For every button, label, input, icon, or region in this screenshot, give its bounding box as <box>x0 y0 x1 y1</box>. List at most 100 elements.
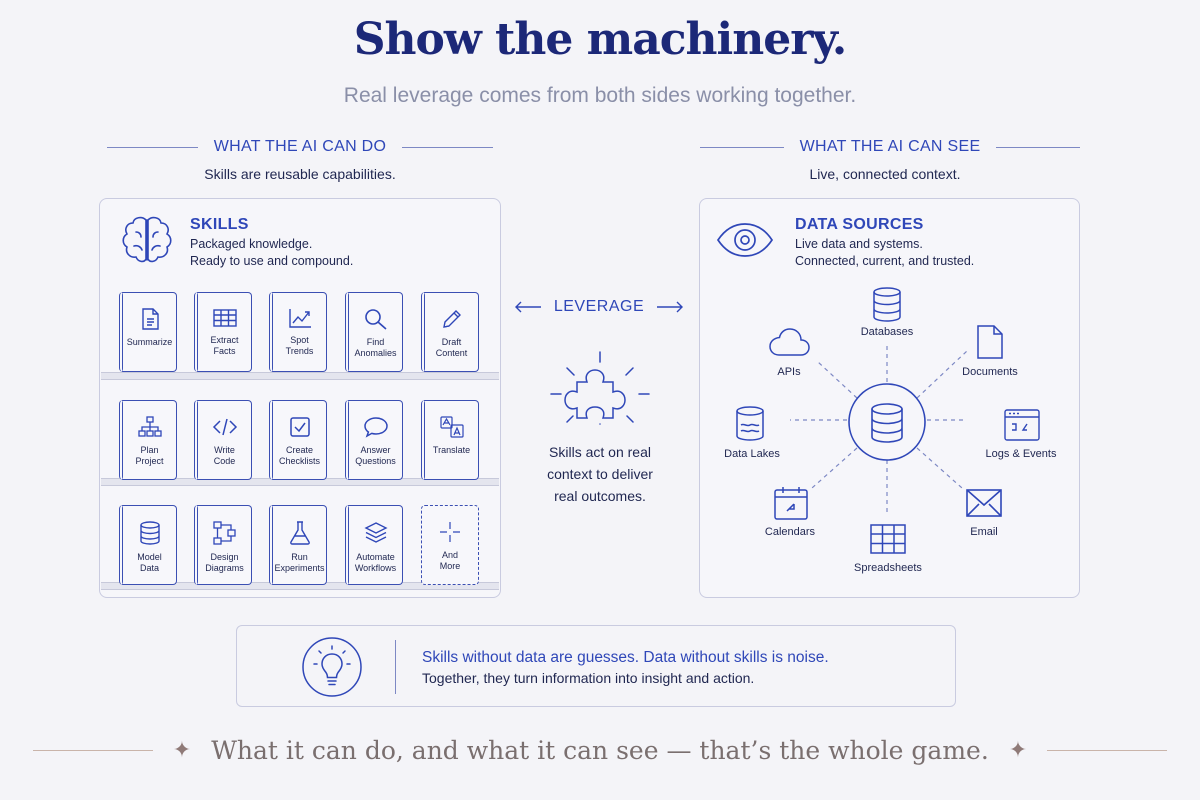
left-heading: WHAT THE AI CAN DO <box>107 136 494 158</box>
skill-label: Summarize <box>126 337 173 347</box>
database-icon <box>139 521 160 545</box>
flowchart-icon <box>212 521 236 545</box>
data-sources-desc-2: Connected, current, and trusted. <box>795 254 975 268</box>
magnifier-icon <box>364 309 387 330</box>
source-data-lakes: Data Lakes <box>724 448 780 460</box>
callout-divider <box>395 640 396 694</box>
data-sources-title: DATA SOURCES <box>795 216 924 233</box>
arrow-left-icon <box>515 301 541 313</box>
data-sources-panel <box>699 198 1080 598</box>
heading-rule <box>996 146 1081 148</box>
databases-icon <box>873 287 901 322</box>
skill-card-translate[interactable]: Translate <box>421 400 479 480</box>
skills-desc-2: Ready to use and compound. <box>190 254 354 268</box>
code-icon <box>212 418 237 436</box>
right-heading: WHAT THE AI CAN SEE <box>700 136 1081 158</box>
logs-events-icon <box>1004 409 1040 441</box>
layers-icon <box>363 522 388 543</box>
translate-icon <box>439 416 464 438</box>
lightbulb-icon <box>302 637 362 697</box>
brain-icon <box>122 216 172 263</box>
source-apis: APIs <box>777 366 801 378</box>
shelf <box>101 372 499 380</box>
data-sources-desc-1: Live data and systems. <box>795 237 923 251</box>
heading-rule <box>107 146 198 148</box>
puzzle-piece-icon <box>550 351 650 425</box>
left-subheading: Skills are reusable capabilities. <box>204 166 396 182</box>
heading-rule <box>700 146 784 148</box>
calendars-icon <box>774 487 808 520</box>
eye-icon <box>716 223 774 257</box>
source-documents: Documents <box>962 366 1018 378</box>
documents-icon <box>977 325 1003 359</box>
trend-chart-icon <box>288 309 311 328</box>
plus-icon <box>440 522 460 542</box>
skill-label: Translate <box>432 445 471 455</box>
callout-line-1: Skills without data are guesses. Data wi… <box>422 649 829 666</box>
heading-rule <box>402 146 494 148</box>
page-title: Show the machinery. <box>353 14 848 65</box>
data-lakes-icon <box>736 406 764 441</box>
page-subtitle: Real leverage comes from both sides work… <box>343 84 857 107</box>
checkbox-icon <box>289 417 310 437</box>
table-icon <box>212 309 237 327</box>
skill-card-summarize[interactable]: Summarize <box>119 292 177 372</box>
footer-rule <box>1047 749 1168 751</box>
spreadsheets-icon <box>870 524 906 554</box>
flask-icon <box>289 521 310 545</box>
source-calendars: Calendars <box>764 526 816 538</box>
hub-circle <box>848 383 926 461</box>
sparkle-icon: ✦ <box>172 737 192 762</box>
source-spreadsheets: Spreadsheets <box>854 562 922 574</box>
skills-title: SKILLS <box>190 216 249 233</box>
hierarchy-icon <box>137 416 162 437</box>
source-email: Email <box>970 526 998 538</box>
arrow-right-icon <box>656 301 683 313</box>
leverage-connector: LEVERAGE <box>514 296 684 318</box>
speech-bubble-icon <box>363 417 388 438</box>
leverage-label: LEVERAGE <box>553 298 645 315</box>
callout-box: Skills without data are guesses. Data wi… <box>236 625 956 707</box>
right-subheading: Live, connected context. <box>809 166 961 182</box>
callout-line-2: Together, they turn information into ins… <box>422 670 755 686</box>
hub-diagram <box>790 342 969 512</box>
left-heading-text: WHAT THE AI CAN DO <box>213 138 387 155</box>
source-logs-events: Logs & Events <box>985 448 1057 460</box>
email-icon <box>966 489 1002 517</box>
footer: ✦ What it can do, and what it can see — … <box>0 730 1200 770</box>
document-icon <box>141 308 159 330</box>
right-heading-text: WHAT THE AI CAN SEE <box>799 138 981 155</box>
source-databases: Databases <box>860 326 914 338</box>
footer-rule <box>32 749 153 751</box>
cloud-icon <box>769 328 810 356</box>
sparkle-icon: ✦ <box>1008 737 1028 762</box>
pencil-icon <box>442 310 461 328</box>
footer-text: What it can do, and what it can see — th… <box>211 735 989 765</box>
skills-desc-1: Packaged knowledge. <box>190 237 313 251</box>
